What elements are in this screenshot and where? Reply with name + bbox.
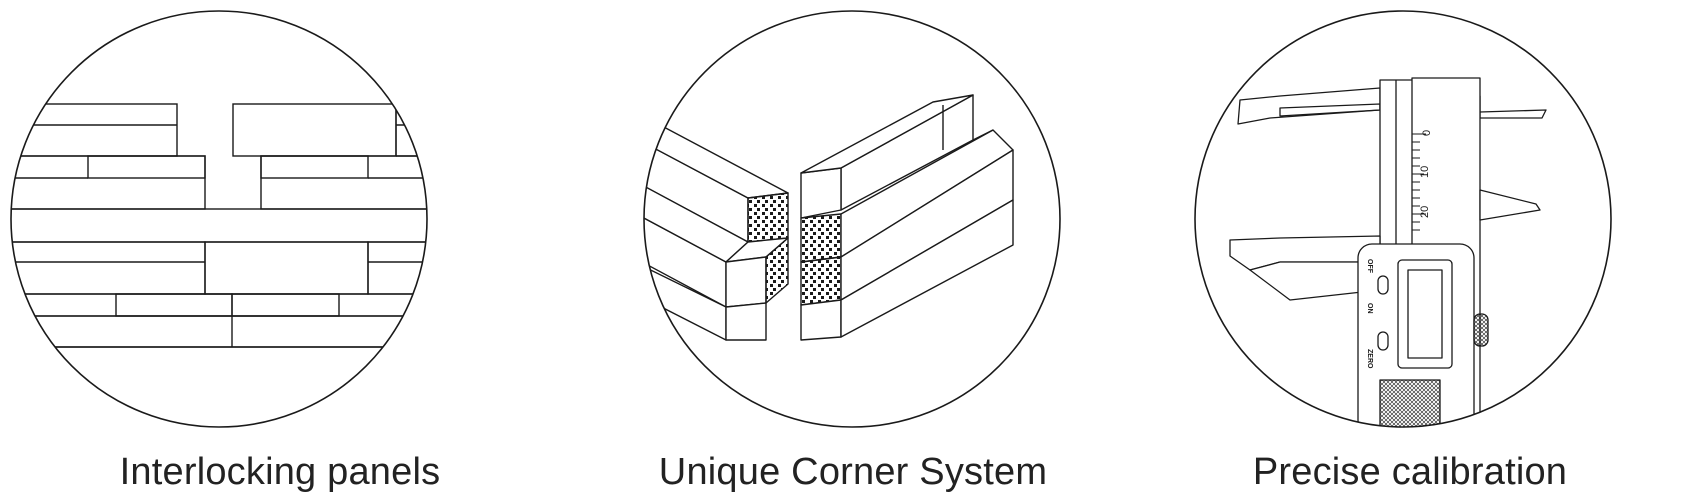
- scale-label-20: 20: [1419, 206, 1431, 218]
- feature-caption: Unique Corner System: [658, 451, 1048, 493]
- button-label-off: OFF: [1366, 259, 1373, 274]
- button-label-zero: ZERO: [1366, 349, 1373, 369]
- button-label-on: ON: [1366, 303, 1373, 314]
- caliper-icon: 0 10 20 OFF ON ZERO: [1194, 10, 1612, 428]
- feature-caption: Interlocking panels: [119, 451, 441, 493]
- scale-label-10: 10: [1419, 166, 1431, 178]
- interlocking-panels-icon: [10, 10, 428, 428]
- feature-interlocking-panels: Interlocking panels: [0, 0, 560, 500]
- corner-system-icon: [643, 10, 1061, 428]
- scale-label-0: 0: [1421, 130, 1433, 136]
- feature-precise-calibration: 0 10 20 OFF ON ZERO Precise calibration: [1130, 0, 1690, 500]
- feature-caption: Precise calibration: [1252, 451, 1568, 493]
- feature-corner-system: Unique Corner System: [573, 0, 1133, 500]
